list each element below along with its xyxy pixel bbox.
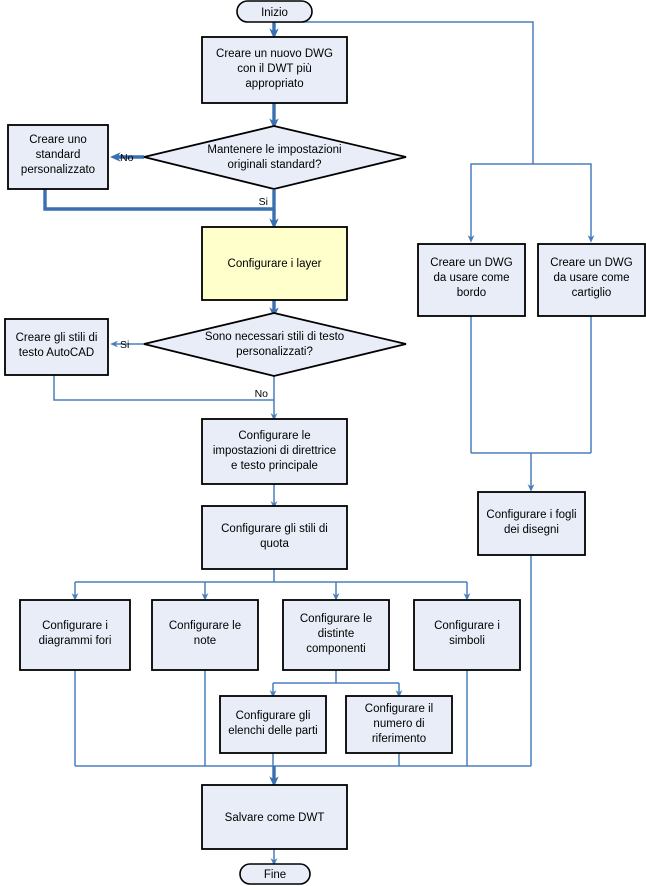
bom-shape [282, 599, 390, 671]
custom-standard-line3: personalizzato [21, 164, 95, 176]
config-layer-label: Configurare i layer [228, 258, 322, 270]
dim-styles-line2: quota [260, 538, 289, 550]
edge-custom-std-to-main [43, 189, 274, 211]
new-dwg-line3: appropriato [245, 78, 303, 90]
dwg-cartiglio-line3: cartiglio [572, 287, 612, 299]
new-dwg-shape [201, 36, 348, 104]
dwg-cartiglio-shape [537, 243, 646, 317]
edge-label-keep-standard-no: No [120, 152, 134, 164]
node-hole-charts[interactable]: Configurare i diagrammi fori [19, 599, 131, 671]
node-balloon[interactable]: Configurare il numero di riferimento [345, 695, 453, 754]
custom-standard-line2: standard [36, 149, 81, 161]
symbols-line2: simboli [449, 635, 485, 647]
text-styles-line1: Sono necessari stili di testo [205, 331, 344, 343]
sheets-line1: Configurare i fogli [486, 509, 576, 521]
save-dwt-shape [201, 784, 348, 850]
bom-line3: componenti [306, 643, 365, 655]
dwg-cartiglio-line2: da usare come [553, 272, 629, 284]
node-config-layer[interactable]: Configurare i layer [201, 226, 348, 301]
parts-lists-line2: elenchi delle parti [228, 725, 318, 737]
node-parts-lists[interactable]: Configurare gli elenchi delle parti [219, 695, 327, 754]
symbols-shape [413, 599, 521, 671]
node-bom[interactable]: Configurare le distinte componenti [282, 599, 390, 671]
node-acad-text-styles[interactable]: Creare gli stili di testo AutoCAD [4, 318, 109, 376]
node-custom-standard[interactable]: Creare uno standard personalizzato [7, 124, 109, 190]
keep-standard-decision-shape [143, 125, 407, 190]
end-label: Fine [264, 869, 286, 881]
custom-standard-line1: Creare uno [29, 134, 87, 146]
node-dwg-border[interactable]: Creare un DWG da usare come bordo [417, 243, 526, 317]
node-dwg-cartiglio[interactable]: Creare un DWG da usare come cartiglio [537, 243, 646, 317]
new-dwg-line2: con il DWT più [237, 63, 312, 75]
notes-line1: Configurare le [169, 620, 241, 632]
node-text-styles-decision[interactable]: Sono necessari stili di testo personaliz… [143, 312, 407, 377]
node-new-dwg[interactable]: Creare un nuovo DWG con il DWT più appro… [201, 36, 348, 104]
dwg-border-shape [417, 243, 526, 317]
bom-line2: distinte [318, 628, 354, 640]
connector-layer [43, 21, 595, 866]
node-symbols[interactable]: Configurare i simboli [413, 599, 521, 671]
hole-charts-line2: diagrammi fori [39, 635, 112, 647]
hole-charts-shape [19, 599, 131, 671]
dwg-border-line3: bordo [457, 287, 486, 299]
parts-lists-line1: Configurare gli [236, 710, 311, 722]
leader-text-shape [201, 418, 348, 485]
keep-standard-line2: originali standard? [228, 159, 322, 171]
leader-text-line3: e testo principale [231, 460, 318, 472]
bom-line1: Configurare le [300, 613, 372, 625]
balloon-shape [345, 695, 453, 754]
start-label: Inizio [261, 7, 288, 19]
dim-styles-shape [201, 505, 348, 570]
node-dim-styles[interactable]: Configurare gli stili di quota [201, 505, 348, 570]
balloon-line2: numero di [373, 718, 424, 730]
text-styles-line2: personalizzati? [236, 346, 313, 358]
edge-acad-styles-to-main [53, 375, 274, 401]
config-layer-shape [201, 226, 348, 301]
start-terminator-shape [236, 0, 313, 23]
node-keep-standard-decision[interactable]: Mantenere le impostazioni originali stan… [143, 125, 407, 190]
symbols-line1: Configurare i [434, 620, 500, 632]
balloon-line1: Configurare il [365, 703, 433, 715]
notes-shape [151, 599, 259, 671]
acad-text-styles-line2: testo AutoCAD [19, 347, 94, 359]
sheets-shape [477, 491, 586, 556]
dim-styles-line1: Configurare gli stili di [221, 523, 328, 535]
dwg-border-line2: da usare come [433, 272, 509, 284]
text-styles-decision-shape [143, 312, 407, 377]
edge-label-keep-standard-yes: Si [259, 196, 268, 208]
acad-text-styles-shape [4, 318, 109, 376]
hole-charts-line1: Configurare i [42, 620, 108, 632]
new-dwg-line1: Creare un nuovo DWG [216, 48, 333, 60]
parts-lists-shape [219, 695, 327, 754]
node-save-dwt[interactable]: Salvare come DWT [201, 784, 348, 850]
dwg-cartiglio-line1: Creare un DWG [550, 257, 632, 269]
node-notes[interactable]: Configurare le note [151, 599, 259, 671]
node-leader-text[interactable]: Configurare le impostazioni di direttric… [201, 418, 348, 485]
sheets-line2: dei disegni [504, 524, 559, 536]
acad-text-styles-line1: Creare gli stili di [16, 332, 98, 344]
node-sheets[interactable]: Configurare i fogli dei disegni [477, 491, 586, 556]
end-terminator-shape [239, 863, 311, 885]
leader-text-line2: impostazioni di direttrice [213, 445, 336, 457]
save-dwt-label: Salvare come DWT [225, 812, 325, 824]
dwg-border-line1: Creare un DWG [430, 257, 512, 269]
edge-label-text-styles-no: No [255, 388, 269, 400]
edge-start-to-dwg-cartiglio [533, 163, 595, 243]
keep-standard-line1: Mantenere le impostazioni [207, 144, 341, 156]
balloon-line3: riferimento [372, 733, 426, 745]
custom-standard-shape [7, 124, 109, 190]
notes-line2: note [194, 635, 216, 647]
edge-label-text-styles-yes: Si [120, 339, 129, 351]
node-start[interactable]: Inizio [236, 0, 313, 23]
node-end[interactable]: Fine [239, 863, 311, 885]
leader-text-line1: Configurare le [238, 430, 310, 442]
